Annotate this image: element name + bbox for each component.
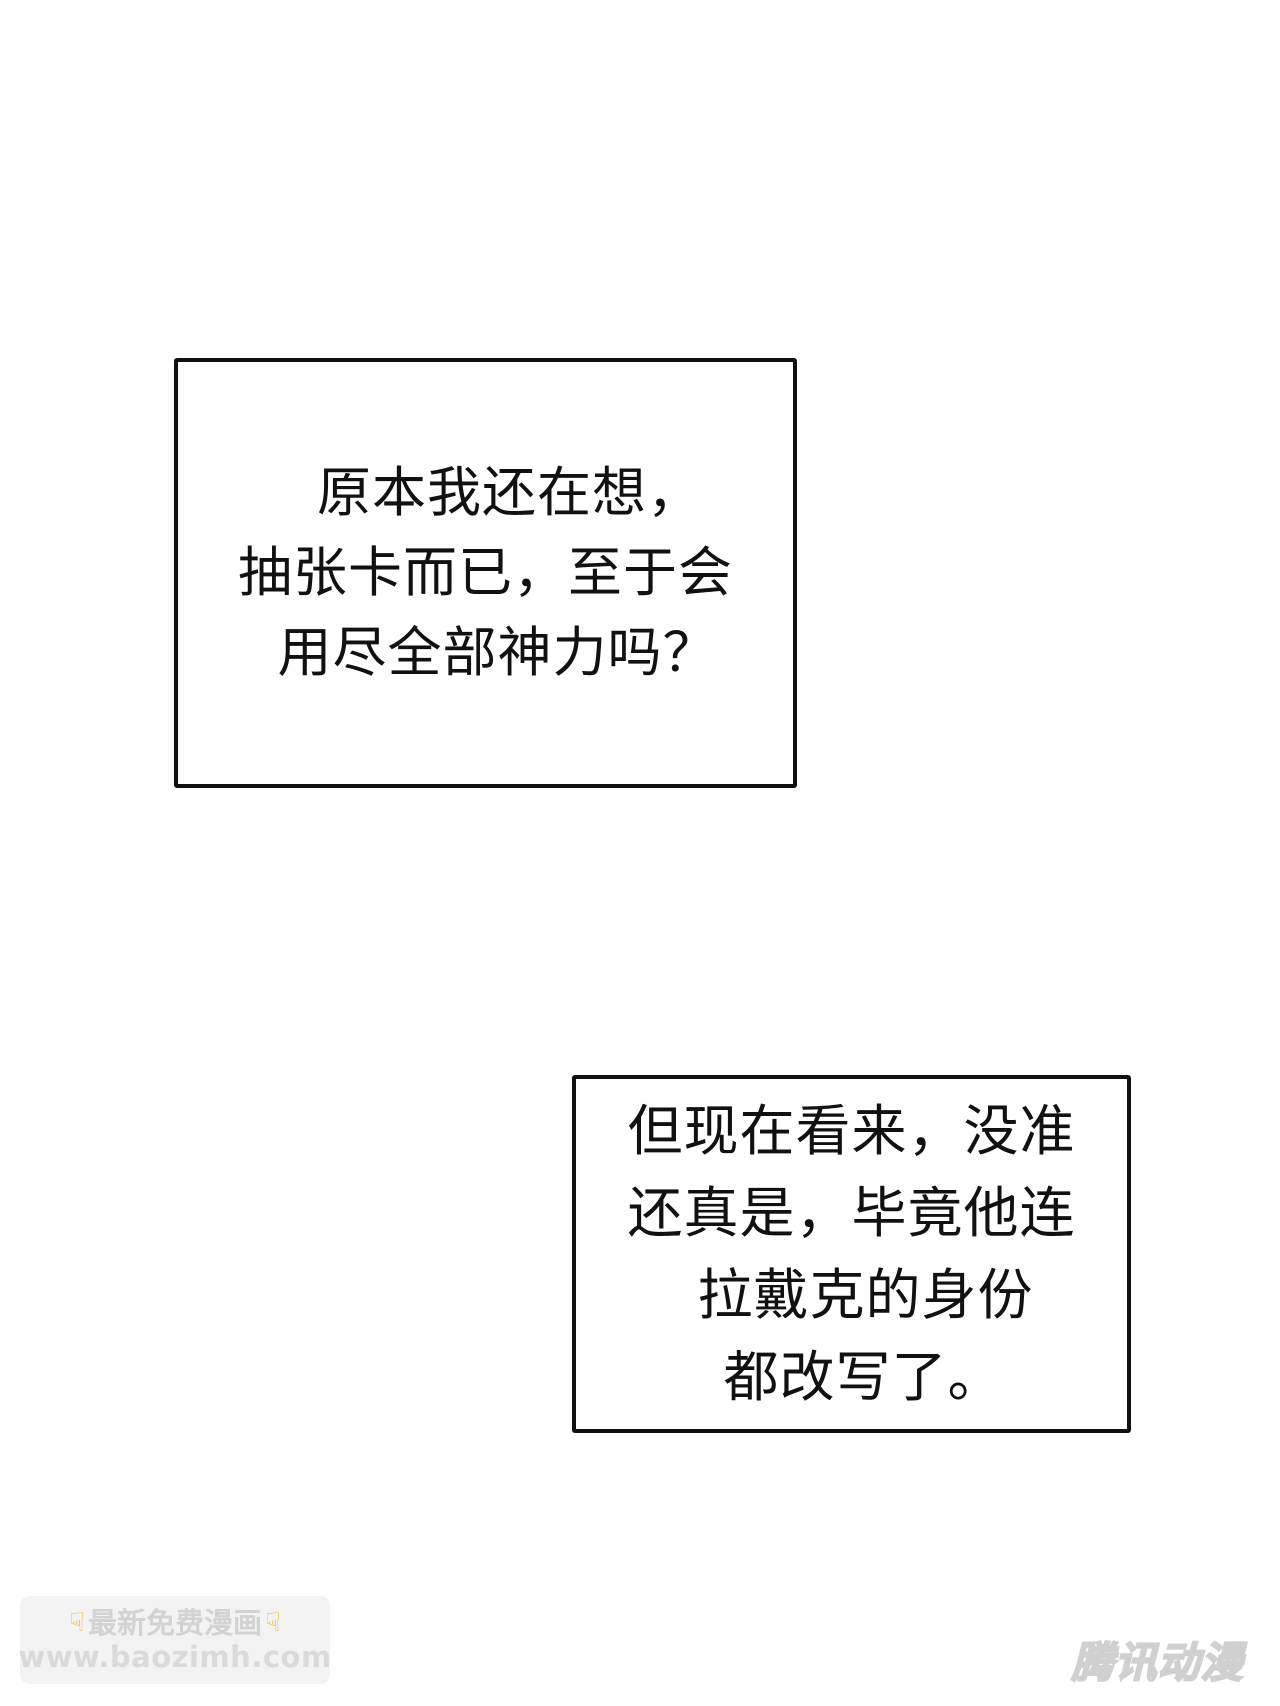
caption-line: 抽张卡而已，至于会 xyxy=(238,541,733,604)
pointing-down-hand-icon: ☟ xyxy=(265,1608,281,1638)
watermark-title-row: ☟ 最新免费漫画 ☟ xyxy=(66,1606,284,1640)
caption-line: 还真是，毕竟他连 xyxy=(627,1181,1076,1245)
watermark-title: 最新免费漫画 xyxy=(87,1606,262,1640)
caption-line: 原本我还在想， xyxy=(317,461,702,524)
tencent-comic-logo: 腾讯动漫 xyxy=(1070,1637,1244,1688)
pointing-down-hand-icon: ☟ xyxy=(69,1608,85,1638)
caption-line: 拉戴克的身份 xyxy=(697,1263,1034,1327)
caption-line: 用尽全部神力吗？ xyxy=(277,621,718,684)
watermark-url: www.baozimh.com xyxy=(18,1640,332,1674)
caption-box-2: 但现在看来，没准 还真是，毕竟他连 拉戴克的身份 都改写了。 xyxy=(572,1075,1131,1433)
caption-line: 都改写了。 xyxy=(723,1345,1004,1409)
caption-box-1: 原本我还在想， 抽张卡而已，至于会 用尽全部神力吗？ xyxy=(174,358,797,788)
caption-line: 但现在看来，没准 xyxy=(627,1099,1076,1163)
site-watermark: ☟ 最新免费漫画 ☟ www.baozimh.com xyxy=(18,1596,332,1684)
